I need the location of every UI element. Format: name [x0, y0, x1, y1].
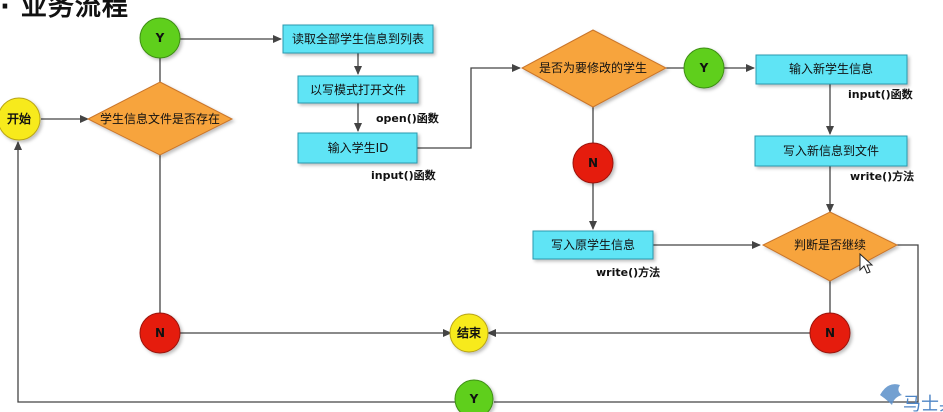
cursor-icon: [859, 252, 874, 274]
file-exists-label: 学生信息文件是否存在: [100, 111, 220, 126]
continue-decision[interactable]: 判断是否继续: [761, 211, 899, 282]
write-orig-label: 写入原学生信息: [551, 237, 635, 252]
write-method-note-1: write()方法: [850, 169, 914, 183]
yes-node-top[interactable]: Y: [139, 17, 181, 59]
read-all-box[interactable]: 读取全部学生信息到列表: [282, 24, 434, 54]
no-left-label: N: [155, 326, 165, 340]
connectors: [14, 35, 919, 403]
is-modify-label: 是否为要修改的学生: [539, 60, 647, 75]
write-new-box[interactable]: 写入新信息到文件: [754, 135, 908, 167]
arrow-input-id-to-modify-check: [417, 64, 521, 149]
yes-node-bottom[interactable]: Y: [454, 379, 494, 412]
input-function-note-1: input()函数: [371, 168, 437, 182]
arrow-yes-loop-to-start: [14, 141, 455, 403]
continue-label: 判断是否继续: [794, 237, 866, 252]
yes-node-modify[interactable]: Y: [683, 47, 725, 89]
no-node-left[interactable]: N: [139, 312, 181, 354]
open-write-box[interactable]: 以写模式打开文件: [297, 75, 419, 104]
watermark-text: 马士兵: [903, 394, 943, 412]
input-new-box[interactable]: 输入新学生信息: [755, 54, 908, 85]
yes-modify-label: Y: [699, 61, 709, 75]
open-function-note: open()函数: [376, 111, 440, 125]
yes-top-label: Y: [155, 31, 165, 45]
end-label: 结束: [457, 325, 482, 340]
page-title: · 业务流程: [0, 0, 129, 22]
input-id-label: 输入学生ID: [328, 140, 389, 155]
end-node[interactable]: 结束: [449, 313, 489, 353]
open-write-label: 以写模式打开文件: [310, 82, 406, 97]
input-id-box[interactable]: 输入学生ID: [297, 132, 418, 164]
start-node[interactable]: 开始: [0, 97, 41, 141]
read-all-label: 读取全部学生信息到列表: [292, 31, 424, 46]
write-new-label: 写入新信息到文件: [783, 143, 879, 158]
yes-bottom-label: Y: [469, 392, 479, 406]
input-new-label: 输入新学生信息: [789, 61, 873, 76]
start-label: 开始: [7, 111, 31, 126]
watermark-logo: 马士兵: [880, 384, 943, 412]
write-orig-box[interactable]: 写入原学生信息: [532, 230, 654, 260]
no-modify-label: N: [588, 156, 598, 170]
is-modify-decision[interactable]: 是否为要修改的学生: [520, 29, 668, 108]
file-exists-decision[interactable]: 学生信息文件是否存在: [86, 81, 234, 156]
write-method-note-2: write()方法: [596, 265, 660, 279]
no-right-label: N: [825, 326, 835, 340]
input-function-note-2: input()函数: [848, 87, 914, 101]
line-continue-to-yes-loop: [494, 244, 919, 403]
no-node-modify[interactable]: N: [572, 142, 614, 184]
no-node-right[interactable]: N: [809, 312, 851, 354]
